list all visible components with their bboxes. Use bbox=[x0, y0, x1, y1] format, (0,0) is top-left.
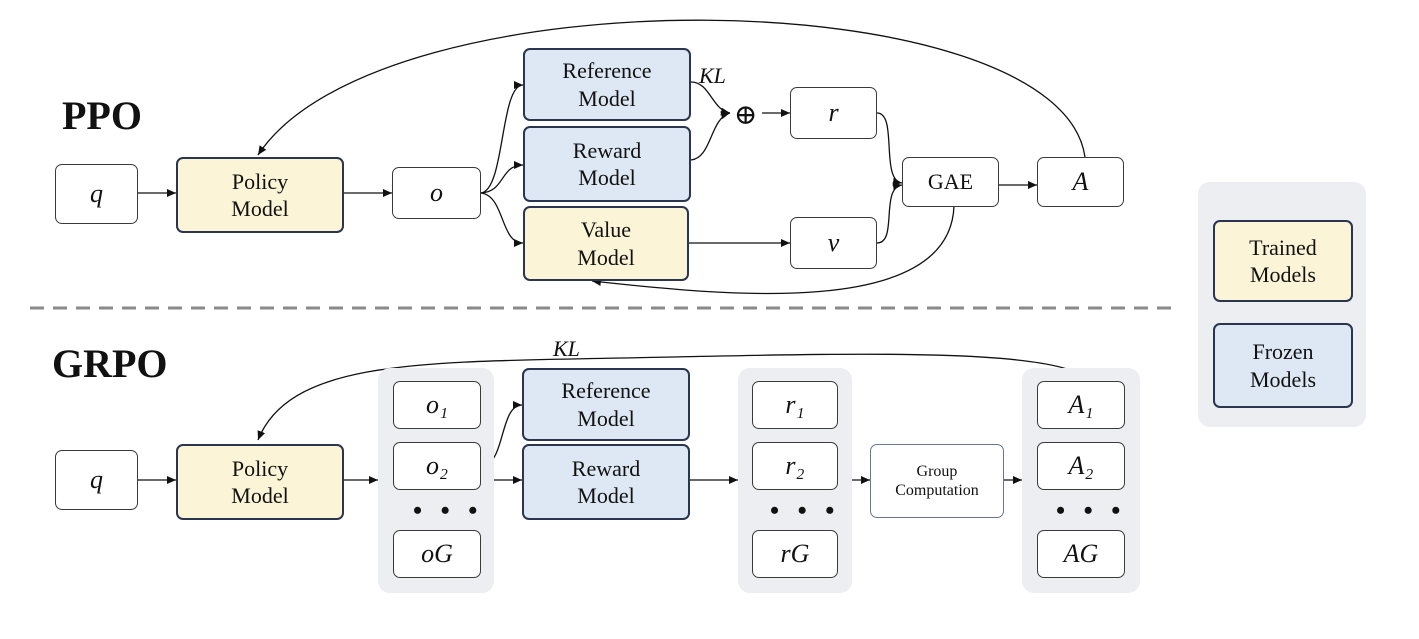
grpo-r-dots: • • • bbox=[770, 496, 841, 525]
grpo-aG-box: AG bbox=[1037, 530, 1125, 578]
ppo-reward-model: Reward Model bbox=[523, 126, 691, 202]
grpo-r2-box: r₂ bbox=[752, 442, 838, 490]
grpo-a2-box: A₂ bbox=[1037, 442, 1125, 490]
grpo-r1-box: r₁ bbox=[752, 381, 838, 429]
grpo-o2-box: o₂ bbox=[393, 442, 481, 490]
grpo-a-dots: • • • bbox=[1056, 496, 1127, 525]
ppo-kl-label: KL bbox=[699, 63, 726, 88]
grpo-rG-box: rG bbox=[752, 530, 838, 578]
ppo-value-model: Value Model bbox=[523, 206, 689, 281]
ppo-reference-model: Reference Model bbox=[523, 48, 691, 121]
ppo-policy-model: Policy Model bbox=[176, 157, 344, 233]
grpo-reference-model: Reference Model bbox=[522, 368, 690, 441]
grpo-oG-box: oG bbox=[393, 530, 481, 578]
ppo-r-box: r bbox=[790, 87, 877, 139]
ppo-title: PPO bbox=[62, 93, 142, 138]
grpo-q-box: q bbox=[55, 450, 138, 510]
ppo-o-box: o bbox=[392, 167, 481, 219]
ppo-a-box: A bbox=[1037, 157, 1124, 207]
grpo-title: GRPO bbox=[52, 341, 168, 386]
ppo-v-box: v bbox=[790, 217, 877, 269]
grpo-a1-box: A₁ bbox=[1037, 381, 1125, 429]
legend-trained-models: Trained Models bbox=[1213, 220, 1353, 302]
grpo-policy-model: Policy Model bbox=[176, 444, 344, 520]
legend-frozen-models: Frozen Models bbox=[1213, 323, 1353, 408]
ppo-gae-box: GAE bbox=[902, 157, 999, 207]
grpo-group-computation: Group Computation bbox=[870, 444, 1004, 518]
ppo-q-box: q bbox=[55, 164, 138, 224]
grpo-o1-box: o₁ bbox=[393, 381, 481, 429]
grpo-kl-label: KL bbox=[553, 336, 580, 361]
grpo-reward-model: Reward Model bbox=[522, 444, 690, 520]
grpo-o-dots: • • • bbox=[413, 496, 484, 525]
oplus-icon: ⊕ bbox=[734, 100, 758, 131]
